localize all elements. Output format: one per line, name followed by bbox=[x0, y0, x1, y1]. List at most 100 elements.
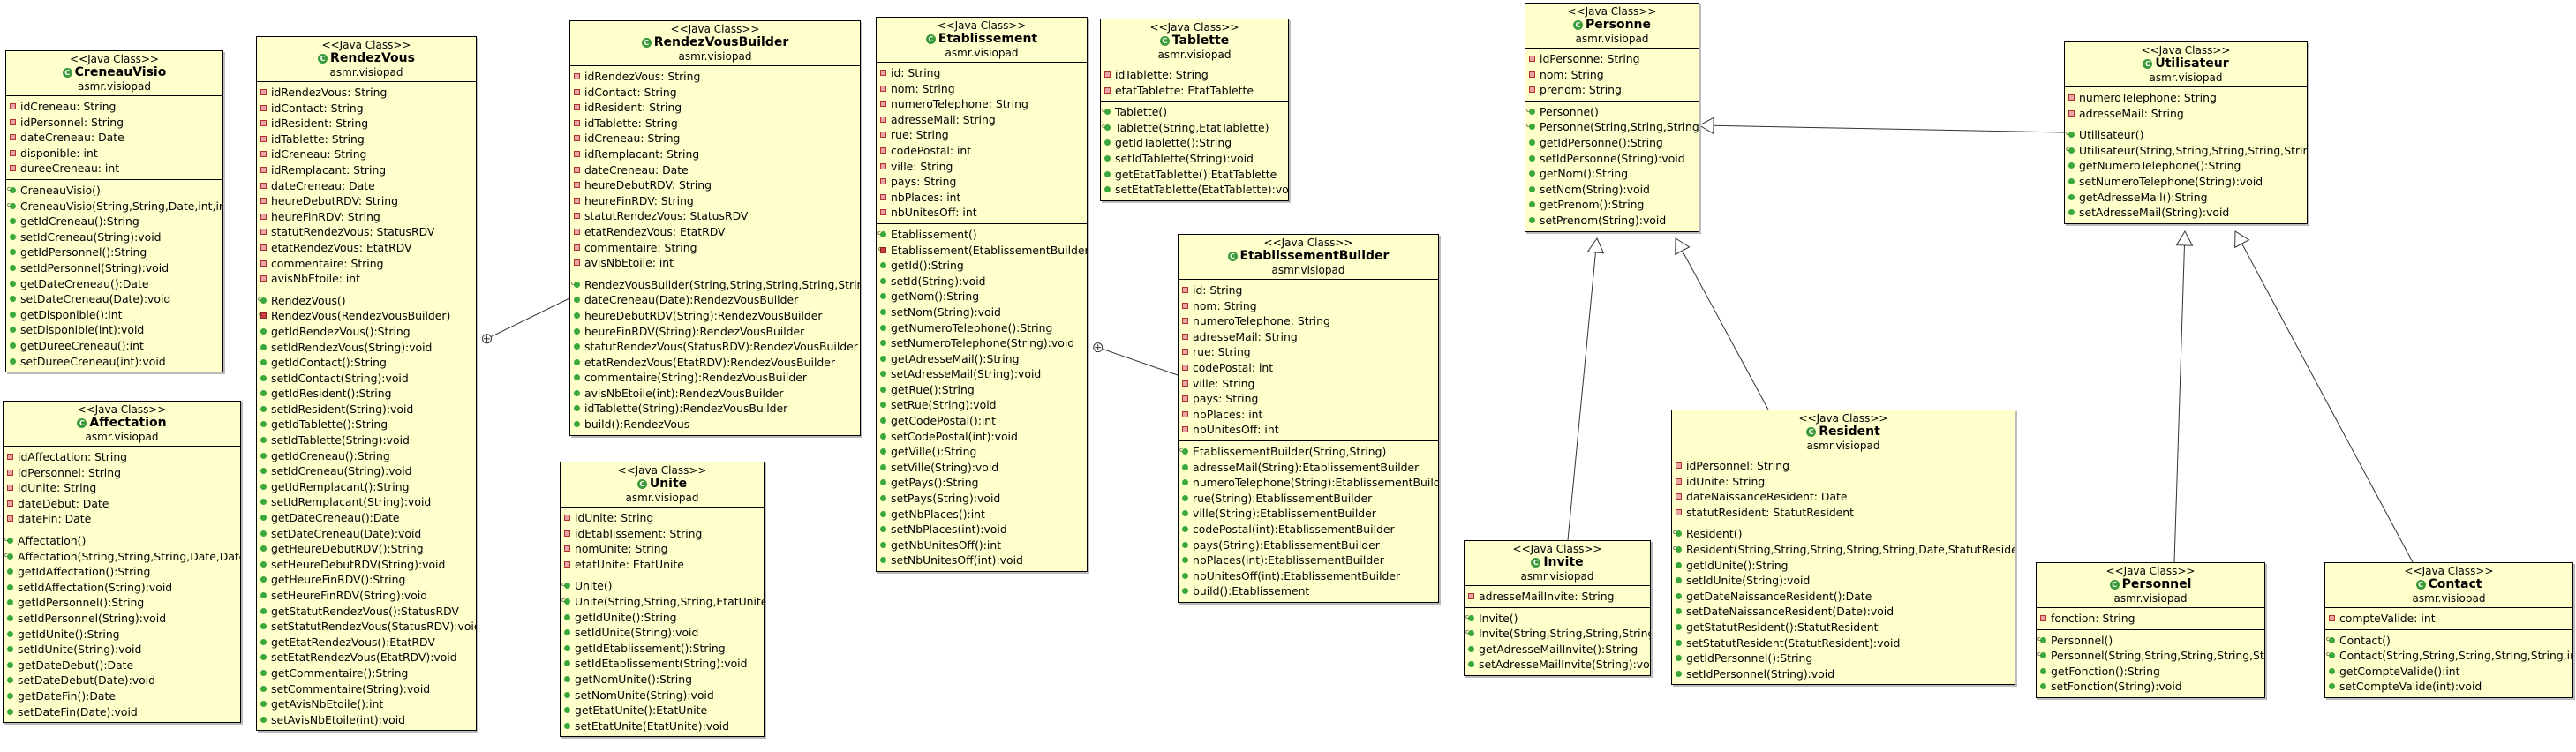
operation-row[interactable]: getIdRemplacant():String bbox=[257, 479, 476, 495]
operation-row[interactable]: getEtatTablette():EtatTablette bbox=[1101, 167, 1288, 183]
attribute-row[interactable]: adresseMail: String bbox=[877, 112, 1087, 128]
operation-row[interactable]: dateCreneau(Date):RendezVousBuilder bbox=[570, 292, 860, 308]
operation-row[interactable]: getIdPersonnel():String bbox=[6, 244, 222, 260]
operation-row[interactable]: setAdresseMail(String):void bbox=[2065, 205, 2307, 221]
operation-row[interactable]: idTablette(String):RendezVousBuilder bbox=[570, 401, 860, 417]
operation-row[interactable]: setIdUnite(String):void bbox=[4, 642, 240, 658]
operation-row[interactable]: getNumeroTelephone():String bbox=[877, 320, 1087, 336]
operation-row[interactable]: setCodePostal(int):void bbox=[877, 429, 1087, 445]
operation-row[interactable]: getIdTablette():String bbox=[1101, 135, 1288, 151]
operation-row[interactable]: Utilisateur() bbox=[2065, 127, 2307, 143]
attribute-row[interactable]: codePostal: int bbox=[877, 143, 1087, 159]
operation-row[interactable]: adresseMail(String):EtablissementBuilder bbox=[1179, 460, 1438, 476]
operation-row[interactable]: setEtatRendezVous(EtatRDV):void bbox=[257, 650, 476, 666]
operation-row[interactable]: numeroTelephone(String):EtablissementBui… bbox=[1179, 475, 1438, 491]
attribute-row[interactable]: disponible: int bbox=[6, 146, 222, 162]
attribute-row[interactable]: dateFin: Date bbox=[4, 511, 240, 527]
attribute-row[interactable]: id: String bbox=[1179, 282, 1438, 298]
attribute-row[interactable]: idContact: String bbox=[257, 101, 476, 117]
operation-row[interactable]: setDateFin(Date):void bbox=[4, 704, 240, 720]
attribute-row[interactable]: idUnite: String bbox=[561, 510, 764, 526]
attribute-row[interactable]: commentaire: String bbox=[257, 256, 476, 272]
operation-row[interactable]: setNbPlaces(int):void bbox=[877, 522, 1087, 538]
attribute-row[interactable]: dateCreneau: Date bbox=[570, 162, 860, 178]
operation-row[interactable]: getAvisNbEtoile():int bbox=[257, 696, 476, 712]
operation-row[interactable]: getNumeroTelephone():String bbox=[2065, 158, 2307, 174]
operation-row[interactable]: setIdResident(String):void bbox=[257, 402, 476, 417]
operation-row[interactable]: setVille(String):void bbox=[877, 460, 1087, 476]
attribute-row[interactable]: idTablette: String bbox=[570, 116, 860, 132]
attribute-row[interactable]: avisNbEtoile: int bbox=[570, 255, 860, 271]
operation-row[interactable]: getDureeCreneau():int bbox=[6, 338, 222, 354]
attribute-row[interactable]: nom: String bbox=[877, 81, 1087, 97]
relation-contact-to-utilisateur[interactable] bbox=[2234, 230, 2414, 563]
operation-row[interactable]: setNumeroTelephone(String):void bbox=[877, 335, 1087, 351]
operation-row[interactable]: getIdPersonne():String bbox=[1525, 135, 1699, 151]
operation-row[interactable]: Resident() bbox=[1672, 526, 2015, 542]
operation-row[interactable]: setCommentaire(String):void bbox=[257, 681, 476, 697]
operation-row[interactable]: getVille():String bbox=[877, 444, 1087, 460]
attribute-row[interactable]: pays: String bbox=[877, 174, 1087, 190]
attribute-row[interactable]: statutResident: StatutResident bbox=[1672, 505, 2015, 521]
attribute-row[interactable]: idPersonnel: String bbox=[4, 465, 240, 481]
attribute-row[interactable]: idTablette: String bbox=[257, 132, 476, 147]
attribute-row[interactable]: idRendezVous: String bbox=[257, 85, 476, 101]
operation-row[interactable]: getAdresseMailInvite():String bbox=[1465, 642, 1650, 658]
operation-row[interactable]: getCompteValide():int bbox=[2325, 664, 2572, 680]
operation-row[interactable]: setIdTablette(String):void bbox=[257, 432, 476, 448]
attribute-row[interactable]: codePostal: int bbox=[1179, 360, 1438, 376]
operation-row[interactable]: statutRendezVous(StatusRDV):RendezVousBu… bbox=[570, 339, 860, 355]
attribute-row[interactable]: heureDebutRDV: String bbox=[570, 177, 860, 193]
attribute-row[interactable]: idResident: String bbox=[570, 100, 860, 116]
operation-row[interactable]: setIdUnite(String):void bbox=[561, 625, 764, 641]
operation-row[interactable]: setPrenom(String):void bbox=[1525, 213, 1699, 229]
operation-row[interactable]: setId(String):void bbox=[877, 274, 1087, 290]
operation-row[interactable]: getDisponible():int bbox=[6, 307, 222, 323]
operation-row[interactable]: getCodePostal():int bbox=[877, 413, 1087, 429]
operation-row[interactable]: heureFinRDV(String):RendezVousBuilder bbox=[570, 324, 860, 340]
relation-rendez-vous-to-rendez-vous-builder[interactable] bbox=[481, 297, 570, 344]
operation-row[interactable]: setAdresseMailInvite(String):void bbox=[1465, 657, 1650, 673]
operation-row[interactable]: getDateCreneau():Date bbox=[257, 510, 476, 526]
operation-row[interactable]: setIdPersonnel(String):void bbox=[1672, 666, 2015, 682]
attribute-row[interactable]: idRemplacant: String bbox=[257, 162, 476, 178]
operation-row[interactable]: setAvisNbEtoile(int):void bbox=[257, 712, 476, 728]
operation-row[interactable]: getNom():String bbox=[1525, 166, 1699, 182]
attribute-row[interactable]: ville: String bbox=[1179, 376, 1438, 392]
operation-row[interactable]: Etablissement(EtablissementBuilder) bbox=[877, 243, 1087, 259]
operation-row[interactable]: getCommentaire():String bbox=[257, 666, 476, 681]
operation-row[interactable]: RendezVousBuilder(String,String,String,S… bbox=[570, 277, 860, 293]
operation-row[interactable]: setIdPersonnel(String):void bbox=[6, 260, 222, 276]
operation-row[interactable]: getPays():String bbox=[877, 475, 1087, 491]
operation-row[interactable]: Unite() bbox=[561, 578, 764, 594]
operation-row[interactable]: EtablissementBuilder(String,String) bbox=[1179, 444, 1438, 460]
operation-row[interactable]: setIdContact(String):void bbox=[257, 371, 476, 387]
attribute-row[interactable]: dateCreneau: Date bbox=[6, 130, 222, 146]
operation-row[interactable]: getIdContact():String bbox=[257, 355, 476, 371]
operation-row[interactable]: getIdPersonnel():String bbox=[4, 595, 240, 611]
operation-row[interactable]: setNom(String):void bbox=[1525, 182, 1699, 198]
operation-row[interactable]: Personne() bbox=[1525, 104, 1699, 120]
operation-row[interactable]: setNom(String):void bbox=[877, 305, 1087, 320]
attribute-row[interactable]: etatRendezVous: EtatRDV bbox=[570, 224, 860, 240]
attribute-row[interactable]: idRendezVous: String bbox=[570, 69, 860, 85]
attribute-row[interactable]: dateNaissanceResident: Date bbox=[1672, 489, 2015, 505]
operation-row[interactable]: getNom():String bbox=[877, 289, 1087, 305]
attribute-row[interactable]: nom: String bbox=[1525, 67, 1699, 83]
attribute-row[interactable]: compteValide: int bbox=[2325, 611, 2572, 627]
attribute-row[interactable]: idPersonnel: String bbox=[1672, 458, 2015, 474]
attribute-row[interactable]: etatRendezVous: EtatRDV bbox=[257, 240, 476, 256]
attribute-row[interactable]: nbUnitesOff: int bbox=[1179, 422, 1438, 438]
operation-row[interactable]: Resident(String,String,String,String,Str… bbox=[1672, 542, 2015, 558]
operation-row[interactable]: setEtatTablette(EtatTablette):void bbox=[1101, 182, 1288, 198]
operation-row[interactable]: getDateCreneau():Date bbox=[6, 276, 222, 292]
attribute-row[interactable]: nbPlaces: int bbox=[877, 190, 1087, 206]
attribute-row[interactable]: fonction: String bbox=[2037, 611, 2264, 627]
